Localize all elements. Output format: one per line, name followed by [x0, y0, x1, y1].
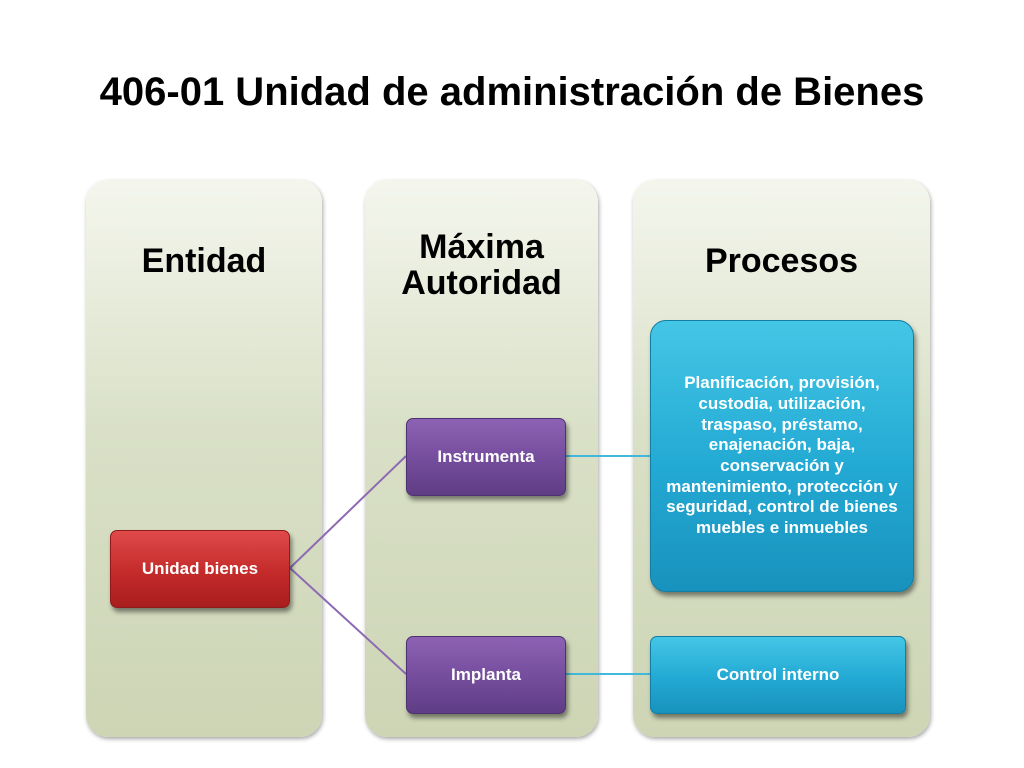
node-procesos-detalle: Planificación, provisión, custodia, util… [650, 320, 914, 592]
connector-unidad-implanta [289, 567, 407, 675]
column-header-maxima-autoridad: Máxima Autoridad [365, 228, 598, 302]
slide-title: 406-01 Unidad de administración de Biene… [99, 70, 925, 114]
column-header-line-1: Máxima [419, 228, 544, 266]
node-instrumenta: Instrumenta [406, 418, 566, 496]
connector-unidad-instrumenta [289, 455, 407, 569]
column-header-line-2: Autoridad [401, 263, 562, 302]
column-entidad: Entidad [86, 180, 322, 737]
node-implanta: Implanta [406, 636, 566, 714]
column-header-procesos: Procesos [704, 242, 859, 280]
column-header-entidad: Entidad [141, 242, 267, 280]
node-unidad-bienes: Unidad bienes [110, 530, 290, 608]
node-control-interno: Control interno [650, 636, 906, 714]
